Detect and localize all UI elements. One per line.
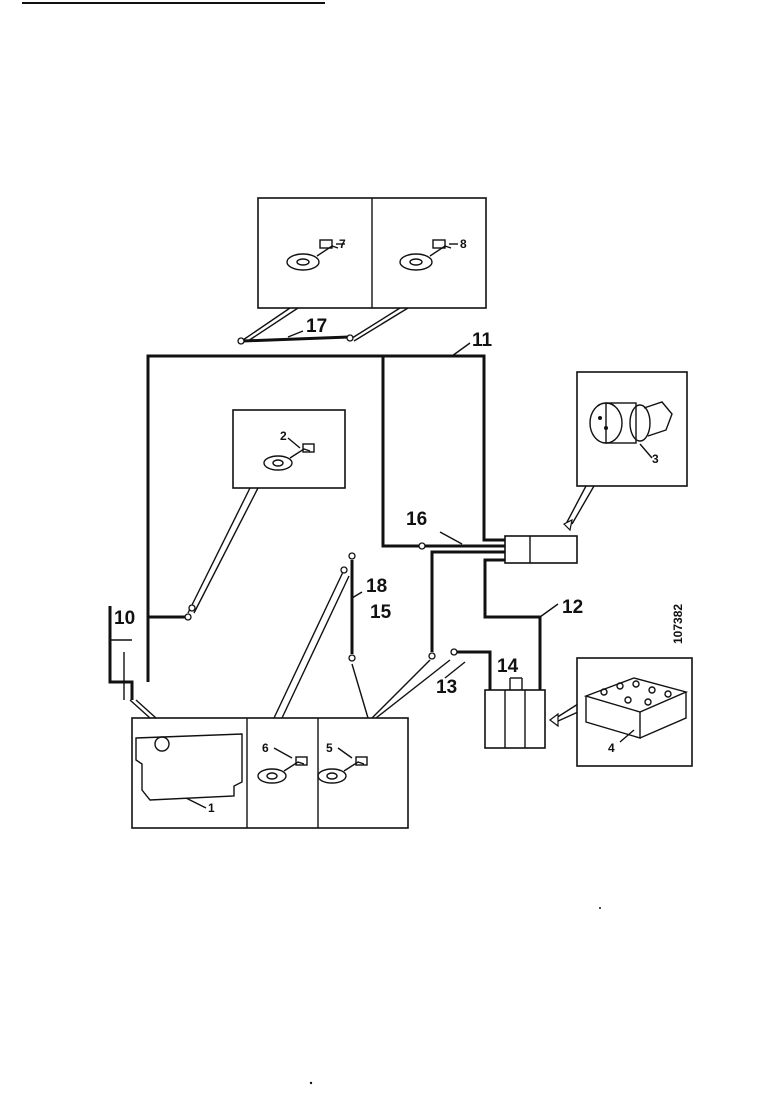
battery-4-icon [583, 677, 689, 743]
wire-11 [146, 354, 505, 652]
label-4: 4 [608, 741, 615, 755]
sensor-5-icon [317, 747, 368, 784]
fuse-box-14 [484, 677, 546, 749]
label-12: 12 [562, 597, 583, 618]
sensor-8-icon [399, 239, 458, 271]
wire-13 [452, 650, 492, 690]
wire-15 [430, 550, 505, 652]
wire-12 [483, 558, 542, 690]
label-8: 8 [460, 237, 467, 251]
label-5: 5 [326, 741, 333, 755]
label-1: 1 [208, 801, 215, 815]
label-6: 6 [262, 741, 269, 755]
control-unit-1-icon [135, 733, 243, 809]
wire-10 [108, 606, 134, 700]
motor-box-3 [576, 371, 688, 487]
motor-3-icon [589, 401, 673, 459]
label-3: 3 [652, 452, 659, 466]
sensor-box-7-8 [257, 197, 487, 309]
sensor-box-2 [232, 409, 346, 489]
label-17: 17 [306, 316, 327, 337]
sensor-2-icon [263, 437, 315, 471]
reference-number: 107382 [671, 604, 685, 644]
label-2: 2 [280, 429, 287, 443]
scan-speck [309, 1081, 313, 1085]
label-10: 10 [114, 608, 135, 629]
wire-17 [242, 335, 350, 343]
battery-box-4 [576, 657, 693, 767]
connector-block [504, 535, 578, 564]
label-11: 11 [472, 330, 493, 351]
label-14: 14 [497, 656, 519, 677]
sensor-6-icon [257, 747, 308, 784]
sensor-7-icon [286, 239, 345, 271]
label-18: 18 [366, 576, 387, 597]
label-16: 16 [406, 509, 427, 530]
label-15: 15 [370, 602, 392, 623]
bottom-component-box [131, 717, 409, 829]
scan-speck [599, 907, 601, 909]
label-7: 7 [339, 237, 346, 251]
label-13: 13 [436, 677, 457, 698]
wire-16 [381, 356, 505, 548]
